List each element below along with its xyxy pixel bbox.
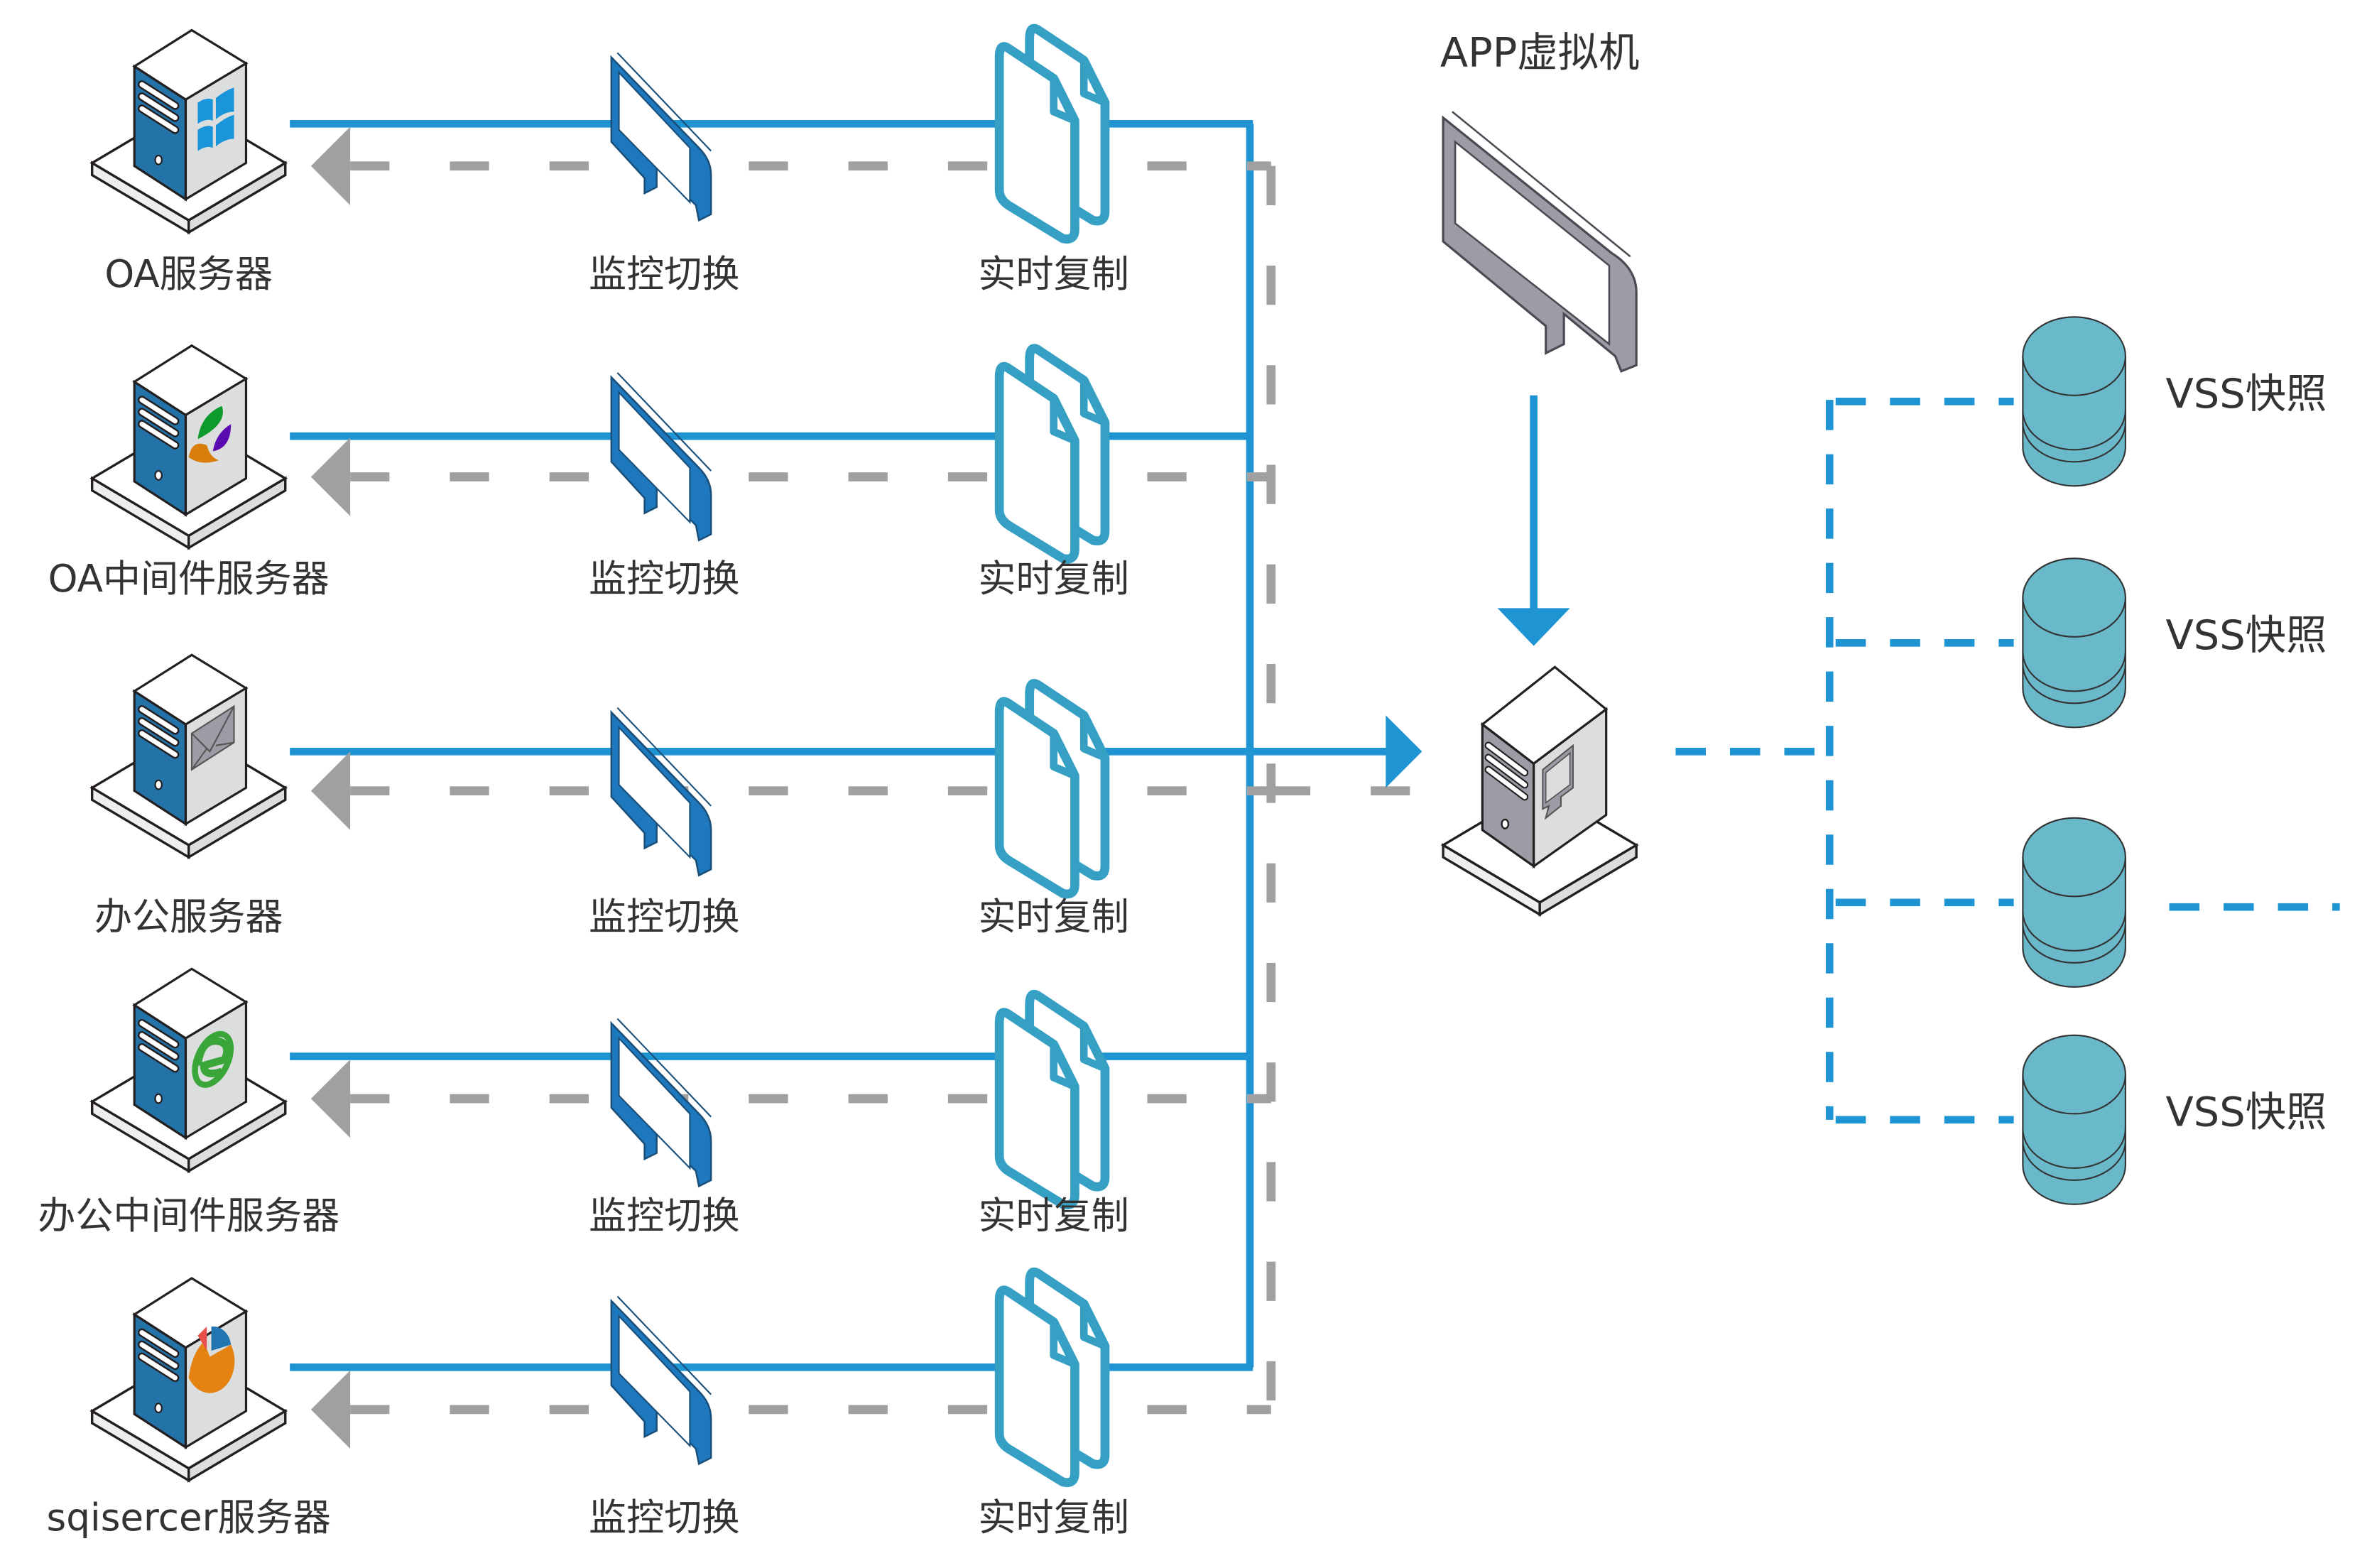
source-server-icon[interactable] (90, 28, 287, 234)
app-vm-label: APP虚拟机 (1440, 29, 1640, 77)
source-server-label: OA中间件服务器 (48, 557, 330, 601)
failback-arrowhead (310, 126, 351, 206)
realtime-copy-label: 实时复制 (978, 252, 1129, 296)
database-icon[interactable] (2022, 316, 2126, 487)
monitor-switch-icon[interactable] (610, 1018, 712, 1187)
vss-snapshot-label: VSS快照 (2166, 370, 2327, 418)
connector-lines (290, 119, 1447, 1449)
monitor-switch-icon[interactable] (610, 1295, 712, 1465)
vss-snapshot-label: VSS快照 (2166, 1088, 2327, 1136)
failback-arrowhead (310, 437, 351, 516)
vm-to-server-arrowhead (1497, 608, 1570, 646)
monitor-switch-icon[interactable] (610, 371, 712, 542)
realtime-copy-icon[interactable] (999, 349, 1105, 560)
central-server-icon[interactable] (1442, 665, 1638, 916)
source-server-icon[interactable] (90, 653, 287, 859)
database-icon[interactable] (2022, 817, 2126, 988)
petals-logo-icon (188, 405, 232, 463)
database-icon[interactable] (2022, 557, 2126, 729)
realtime-copy-label: 实时复制 (978, 557, 1129, 601)
monitor-switch-label: 监控切换 (589, 252, 740, 296)
realtime-copy-icon[interactable] (999, 28, 1105, 239)
bus-to-server-arrowhead (1386, 715, 1422, 788)
realtime-copy-label: 实时复制 (978, 895, 1129, 939)
realtime-copy-label: 实时复制 (978, 1496, 1129, 1540)
pie-chart-logo-icon (188, 1326, 235, 1393)
source-server-icon[interactable] (90, 967, 287, 1172)
monitor-switch-label: 监控切换 (589, 557, 740, 601)
realtime-copy-icon[interactable] (999, 1272, 1105, 1483)
source-server-icon[interactable] (90, 344, 287, 550)
monitor-switch-icon[interactable] (610, 707, 712, 876)
monitor-switch-label: 监控切换 (589, 895, 740, 939)
app-vm-monitor-icon[interactable] (1442, 111, 1638, 373)
failback-arrowhead (310, 1370, 351, 1449)
ie-logo-icon (192, 1030, 234, 1088)
monitor-switch-label: 监控切换 (589, 1194, 740, 1238)
database-icon[interactable] (2022, 1034, 2126, 1205)
failback-arrowhead (310, 1059, 351, 1138)
mail-logo-icon (190, 704, 235, 771)
monitor-switch-icon[interactable] (610, 52, 712, 222)
monitor-switch-label: 监控切换 (589, 1496, 740, 1540)
realtime-copy-icon[interactable] (999, 994, 1105, 1205)
source-server-label: OA服务器 (104, 252, 273, 296)
failback-arrowhead (310, 751, 351, 830)
windows-logo-icon (197, 87, 234, 151)
vss-snapshot-label: VSS快照 (2166, 611, 2327, 659)
realtime-copy-icon[interactable] (999, 683, 1105, 894)
source-server-label: 办公服务器 (94, 895, 283, 939)
source-server-label: sqisercer服务器 (47, 1496, 331, 1540)
realtime-copy-label: 实时复制 (978, 1194, 1129, 1238)
source-server-icon[interactable] (90, 1277, 287, 1482)
monitor-logo-icon (1542, 744, 1574, 820)
source-server-label: 办公中间件服务器 (38, 1194, 339, 1238)
